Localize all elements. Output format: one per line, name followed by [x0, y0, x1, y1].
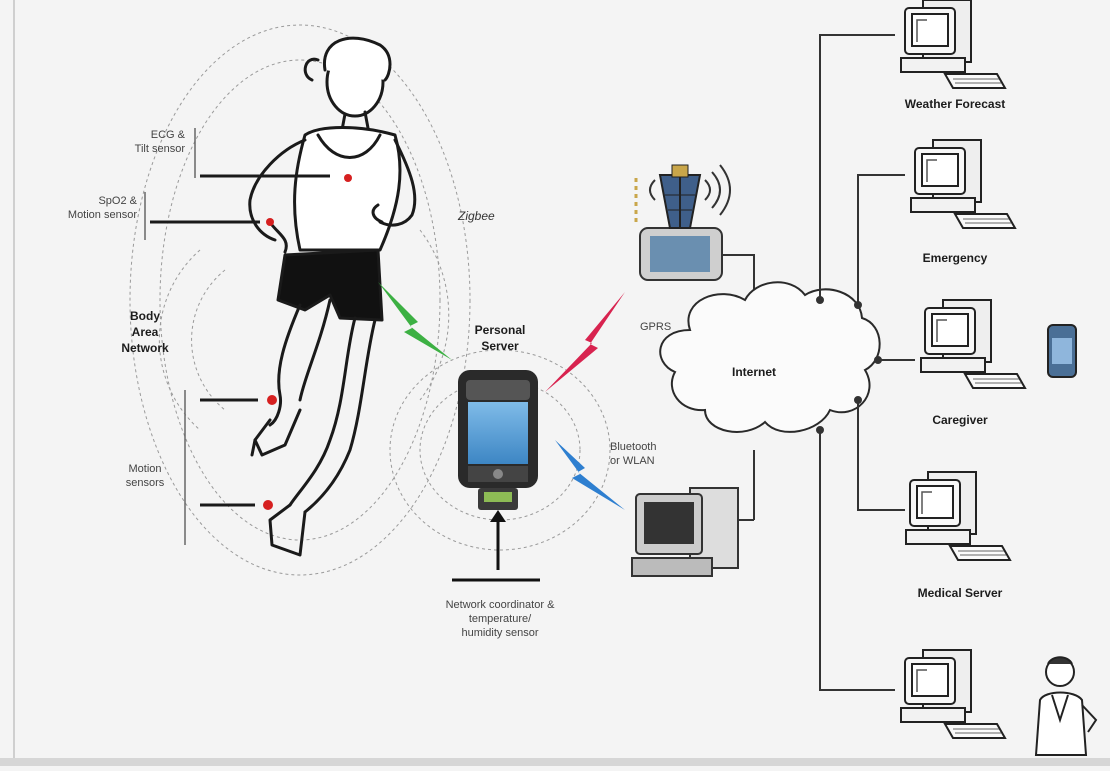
endpoint-label-weather-forecast: Weather Forecast — [904, 97, 1006, 111]
motion-sensor-dot-1 — [267, 395, 277, 405]
body-area-network-label: Body Area Network — [121, 309, 169, 355]
bottom-edge-bar — [0, 758, 1110, 766]
desktop-computer — [631, 450, 755, 577]
endpoint-label-medical-server: Medical Server — [917, 586, 1003, 600]
motion-sensor-dot-2 — [263, 500, 273, 510]
zigbee-label: Zigbee — [458, 209, 495, 223]
computer-icon-doctor-terminal — [900, 649, 1007, 739]
bluetooth-link-icon — [555, 440, 625, 510]
ecg-sensor-dot — [344, 174, 352, 182]
computer-icon-caregiver — [920, 299, 1027, 389]
spo2-sensor-dot — [266, 218, 274, 226]
bluetooth-wlan-label: Bluetooth or WLAN — [610, 441, 657, 467]
endpoint-label-emergency: Emergency — [922, 251, 988, 265]
endpoint-label-caregiver: Caregiver — [932, 413, 988, 427]
body-area-ripples — [129, 24, 611, 576]
gprs-label: GPRS — [640, 321, 672, 333]
internet-label: Internet — [732, 365, 777, 379]
network-coordinator-label: Network coordinator & temperature/ humid… — [445, 599, 555, 639]
motion-sensors-label: Motion sensors — [125, 463, 165, 489]
sensor-dots — [263, 174, 352, 510]
ecg-tilt-sensor-label: ECG & Tilt sensor — [134, 129, 185, 155]
sensor-pointers — [150, 174, 330, 507]
doctor-figure — [1034, 656, 1098, 756]
backbone-lines — [816, 34, 915, 691]
gprs-tower — [634, 164, 731, 281]
zigbee-link-icon — [378, 282, 452, 360]
spo2-motion-sensor-label: SpO2 & Motion sensor — [67, 195, 137, 221]
gprs-link-icon — [545, 292, 625, 392]
computer-icon-weather-forecast — [900, 0, 1007, 89]
sensor-brackets — [144, 128, 196, 545]
computer-icon-medical-server — [905, 471, 1012, 561]
internet-cloud — [659, 281, 881, 433]
endpoint-computers — [900, 0, 1027, 739]
personal-server-label: Personal Server — [474, 323, 526, 353]
runner-figure — [248, 36, 417, 557]
personal-server-pda — [452, 370, 540, 582]
caregiver-phone — [1047, 324, 1077, 378]
computer-icon-emergency — [910, 139, 1017, 229]
